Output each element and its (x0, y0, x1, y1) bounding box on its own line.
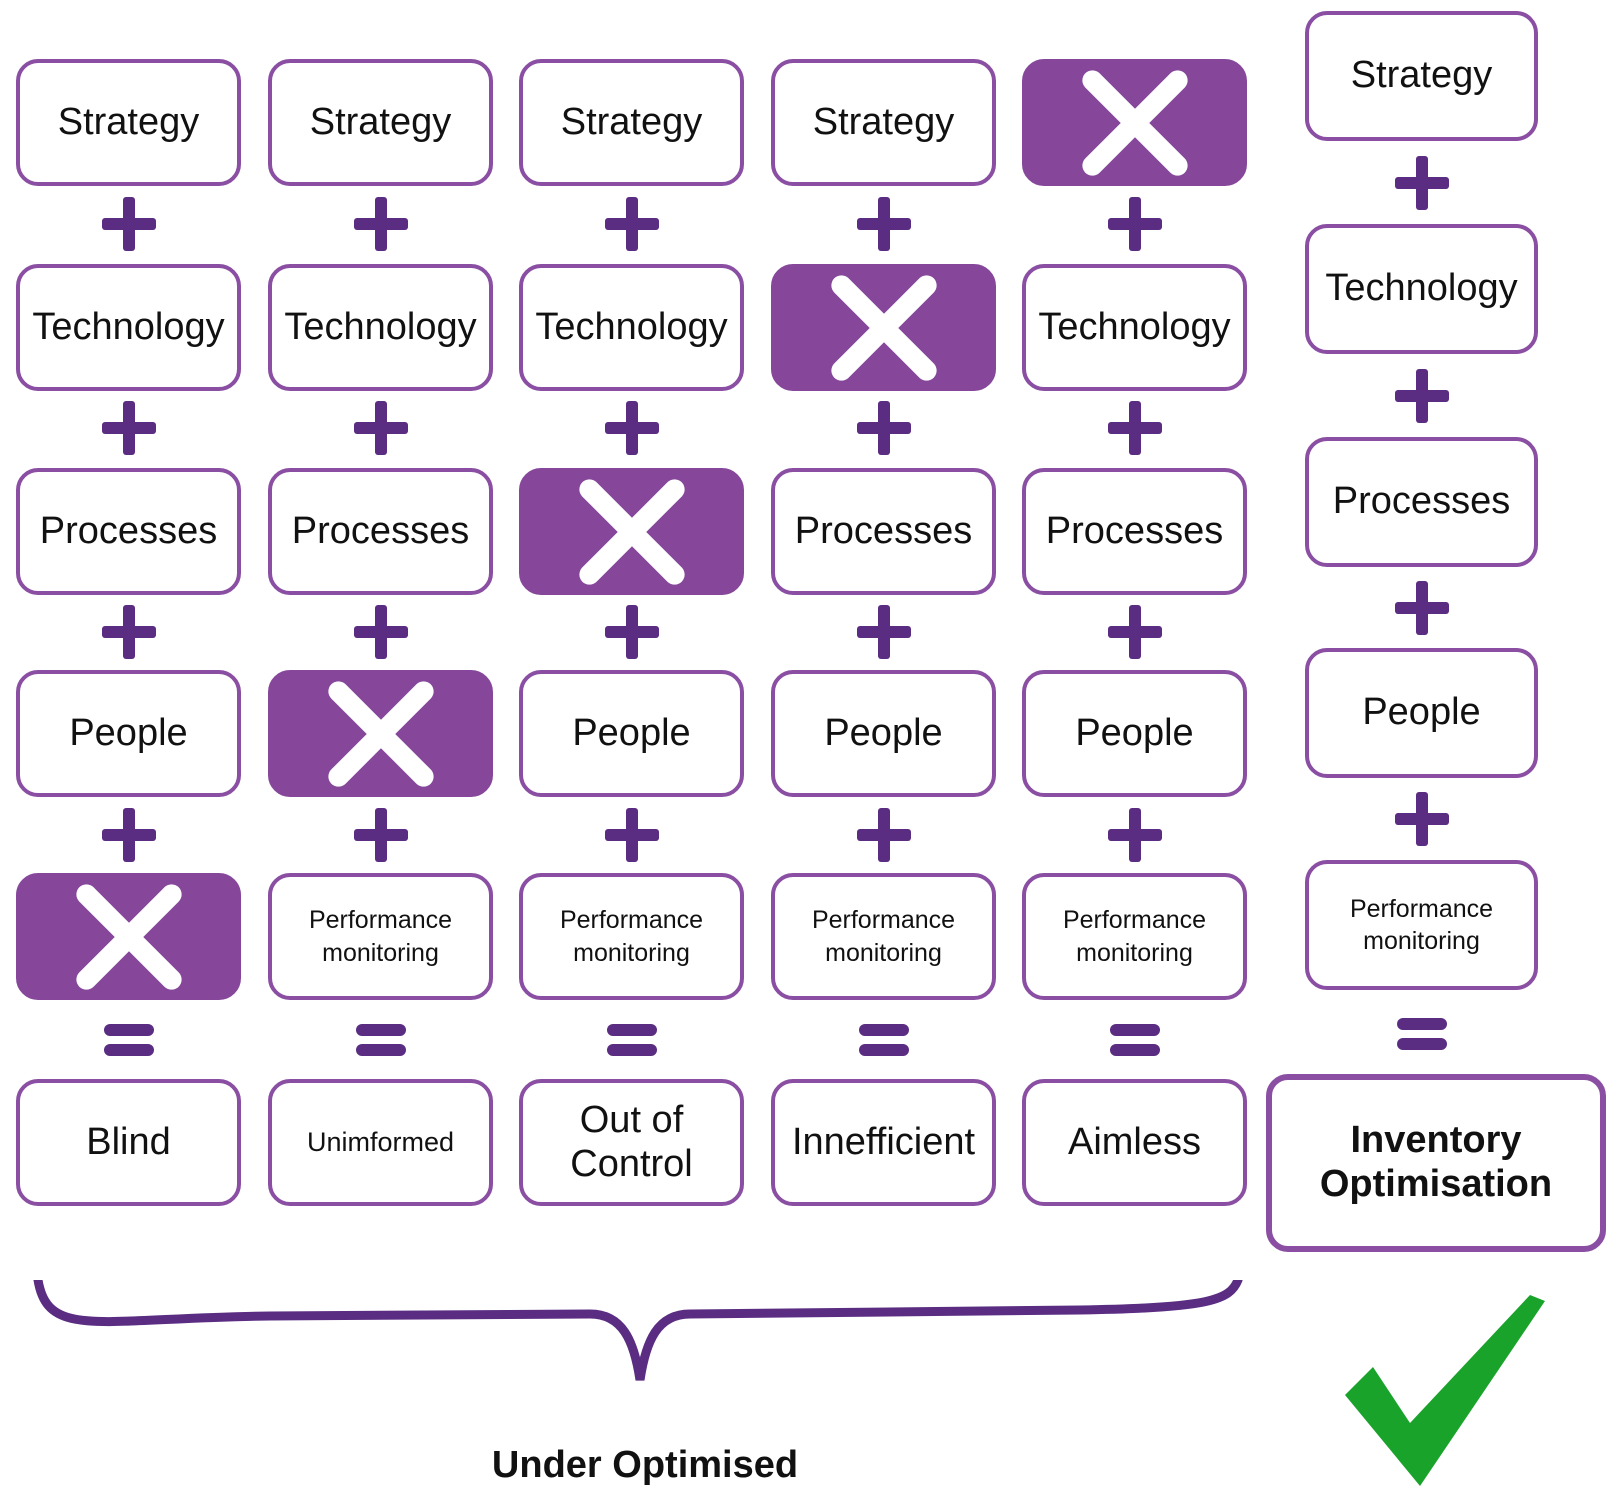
plus-operator (1107, 401, 1162, 455)
result-aimless-box: Aimless (1022, 1079, 1247, 1206)
people-box: People (1022, 670, 1247, 797)
plus-operator (1107, 808, 1162, 862)
plus-operator (101, 401, 156, 455)
plus-operator (353, 605, 408, 659)
performance-monitoring-box: Performance monitoring (519, 873, 744, 1000)
technology-box: Technology (268, 264, 493, 391)
people-box: People (519, 670, 744, 797)
strategy-box: Strategy (519, 59, 744, 186)
plus-operator (1394, 581, 1449, 635)
technology-box: Technology (519, 264, 744, 391)
x-icon (327, 680, 434, 787)
strategy-box: Strategy (16, 59, 241, 186)
plus-operator (1394, 156, 1449, 210)
people-box: People (16, 670, 241, 797)
processes-box: Processes (16, 468, 241, 595)
x-icon (1081, 69, 1188, 176)
plus-operator (604, 605, 659, 659)
strategy-box: Strategy (268, 59, 493, 186)
missing-people-box (268, 670, 493, 797)
equals-operator (858, 1024, 909, 1056)
missing-technology-box (771, 264, 996, 391)
complete-processes-box: Processes (1305, 437, 1538, 567)
result-innefficient-box: Innefficient (771, 1079, 996, 1206)
result-blind-box: Blind (16, 1079, 241, 1206)
plus-operator (856, 808, 911, 862)
plus-operator (856, 401, 911, 455)
plus-operator (353, 401, 408, 455)
result-unimformed-box: Unimformed (268, 1079, 493, 1206)
plus-operator (1107, 605, 1162, 659)
complete-people-box: People (1305, 648, 1538, 778)
equals-operator (1396, 1018, 1447, 1050)
equals-operator (1109, 1024, 1160, 1056)
complete-technology-box: Technology (1305, 224, 1538, 354)
equals-operator (355, 1024, 406, 1056)
people-box: People (771, 670, 996, 797)
missing-performance-monitoring-box (16, 873, 241, 1000)
processes-box: Processes (268, 468, 493, 595)
processes-box: Processes (1022, 468, 1247, 595)
plus-operator (101, 605, 156, 659)
result-out-of-control-box: Out of Control (519, 1079, 744, 1206)
plus-operator (101, 197, 156, 251)
plus-operator (1394, 792, 1449, 846)
equals-operator (606, 1024, 657, 1056)
technology-box: Technology (16, 264, 241, 391)
performance-monitoring-box: Performance monitoring (1022, 873, 1247, 1000)
performance-monitoring-box: Performance monitoring (771, 873, 996, 1000)
plus-operator (1394, 369, 1449, 423)
checkmark-icon (1345, 1295, 1545, 1486)
plus-operator (353, 197, 408, 251)
equals-operator (103, 1024, 154, 1056)
complete-strategy-box: Strategy (1305, 11, 1538, 141)
technology-box: Technology (1022, 264, 1247, 391)
x-icon (830, 274, 937, 381)
performance-monitoring-box: Performance monitoring (268, 873, 493, 1000)
plus-operator (353, 808, 408, 862)
missing-processes-box (519, 468, 744, 595)
plus-operator (856, 197, 911, 251)
strategy-box: Strategy (771, 59, 996, 186)
processes-box: Processes (771, 468, 996, 595)
plus-operator (604, 808, 659, 862)
x-icon (578, 478, 685, 585)
complete-performance-monitoring-box: Performance monitoring (1305, 860, 1538, 990)
group-caption: Under Optimised (491, 1444, 799, 1486)
plus-operator (856, 605, 911, 659)
plus-operator (604, 401, 659, 455)
missing-strategy-box (1022, 59, 1247, 186)
plus-operator (604, 197, 659, 251)
x-icon (75, 883, 182, 990)
plus-operator (1107, 197, 1162, 251)
plus-operator (101, 808, 156, 862)
result-inventory-optimisation-box: Inventory Optimisation (1266, 1074, 1606, 1252)
curly-brace-icon (33, 1280, 1243, 1381)
